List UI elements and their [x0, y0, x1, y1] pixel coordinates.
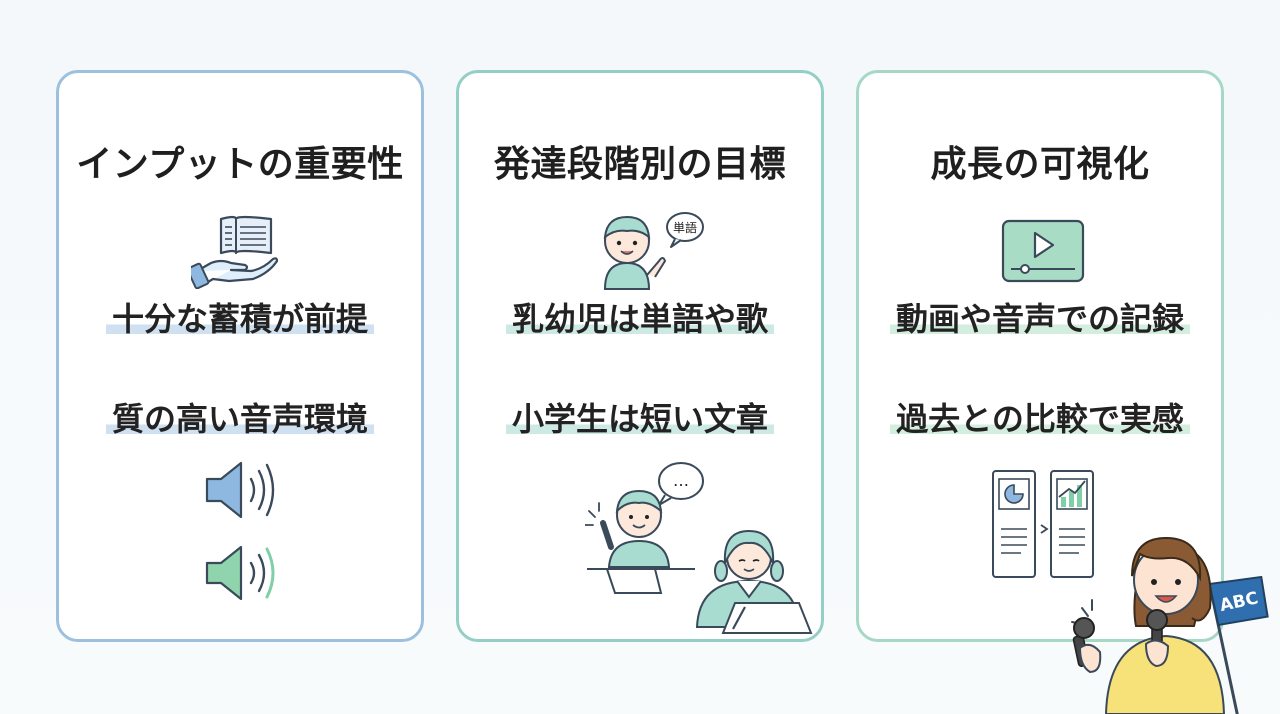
- card-developmental-goals: 発達段階別の目標 単語 乳幼児は単語や歌 小学生は短い文章 …: [456, 70, 824, 642]
- point-compare-past: 過去との比較で実感: [890, 399, 1190, 439]
- card-title: 成長の可視化: [930, 144, 1150, 185]
- speaker-blue-icon: [205, 461, 275, 519]
- book-in-hand-icon: [191, 215, 279, 289]
- point-quality-audio: 質の高い音声環境: [105, 399, 374, 439]
- speaker-green-icon: [205, 545, 275, 601]
- card-title: インプットの重要性: [76, 144, 404, 185]
- report-comparison-icon: [992, 470, 1094, 578]
- video-player-icon: [1001, 219, 1085, 283]
- girl-with-microphone-icon: ABC: [1071, 536, 1269, 714]
- thought-bubble-text: …: [673, 471, 689, 490]
- point-sufficient-accumulation: 十分な蓄積が前提: [105, 299, 374, 339]
- card-input-importance: インプットの重要性 十分な蓄積が前提 質の高い音声環境: [56, 70, 424, 642]
- card-title: 発達段階別の目標: [493, 144, 786, 185]
- toddler-waving-icon: 単語: [603, 212, 704, 290]
- point-video-audio-recording: 動画や音声での記録: [889, 299, 1190, 339]
- speech-bubble-text: 単語: [673, 220, 697, 235]
- point-elementary-sentences: 小学生は短い文章: [505, 399, 774, 439]
- point-infant-words-songs: 乳幼児は単語や歌: [505, 299, 774, 339]
- students-writing-icon: …: [585, 462, 813, 634]
